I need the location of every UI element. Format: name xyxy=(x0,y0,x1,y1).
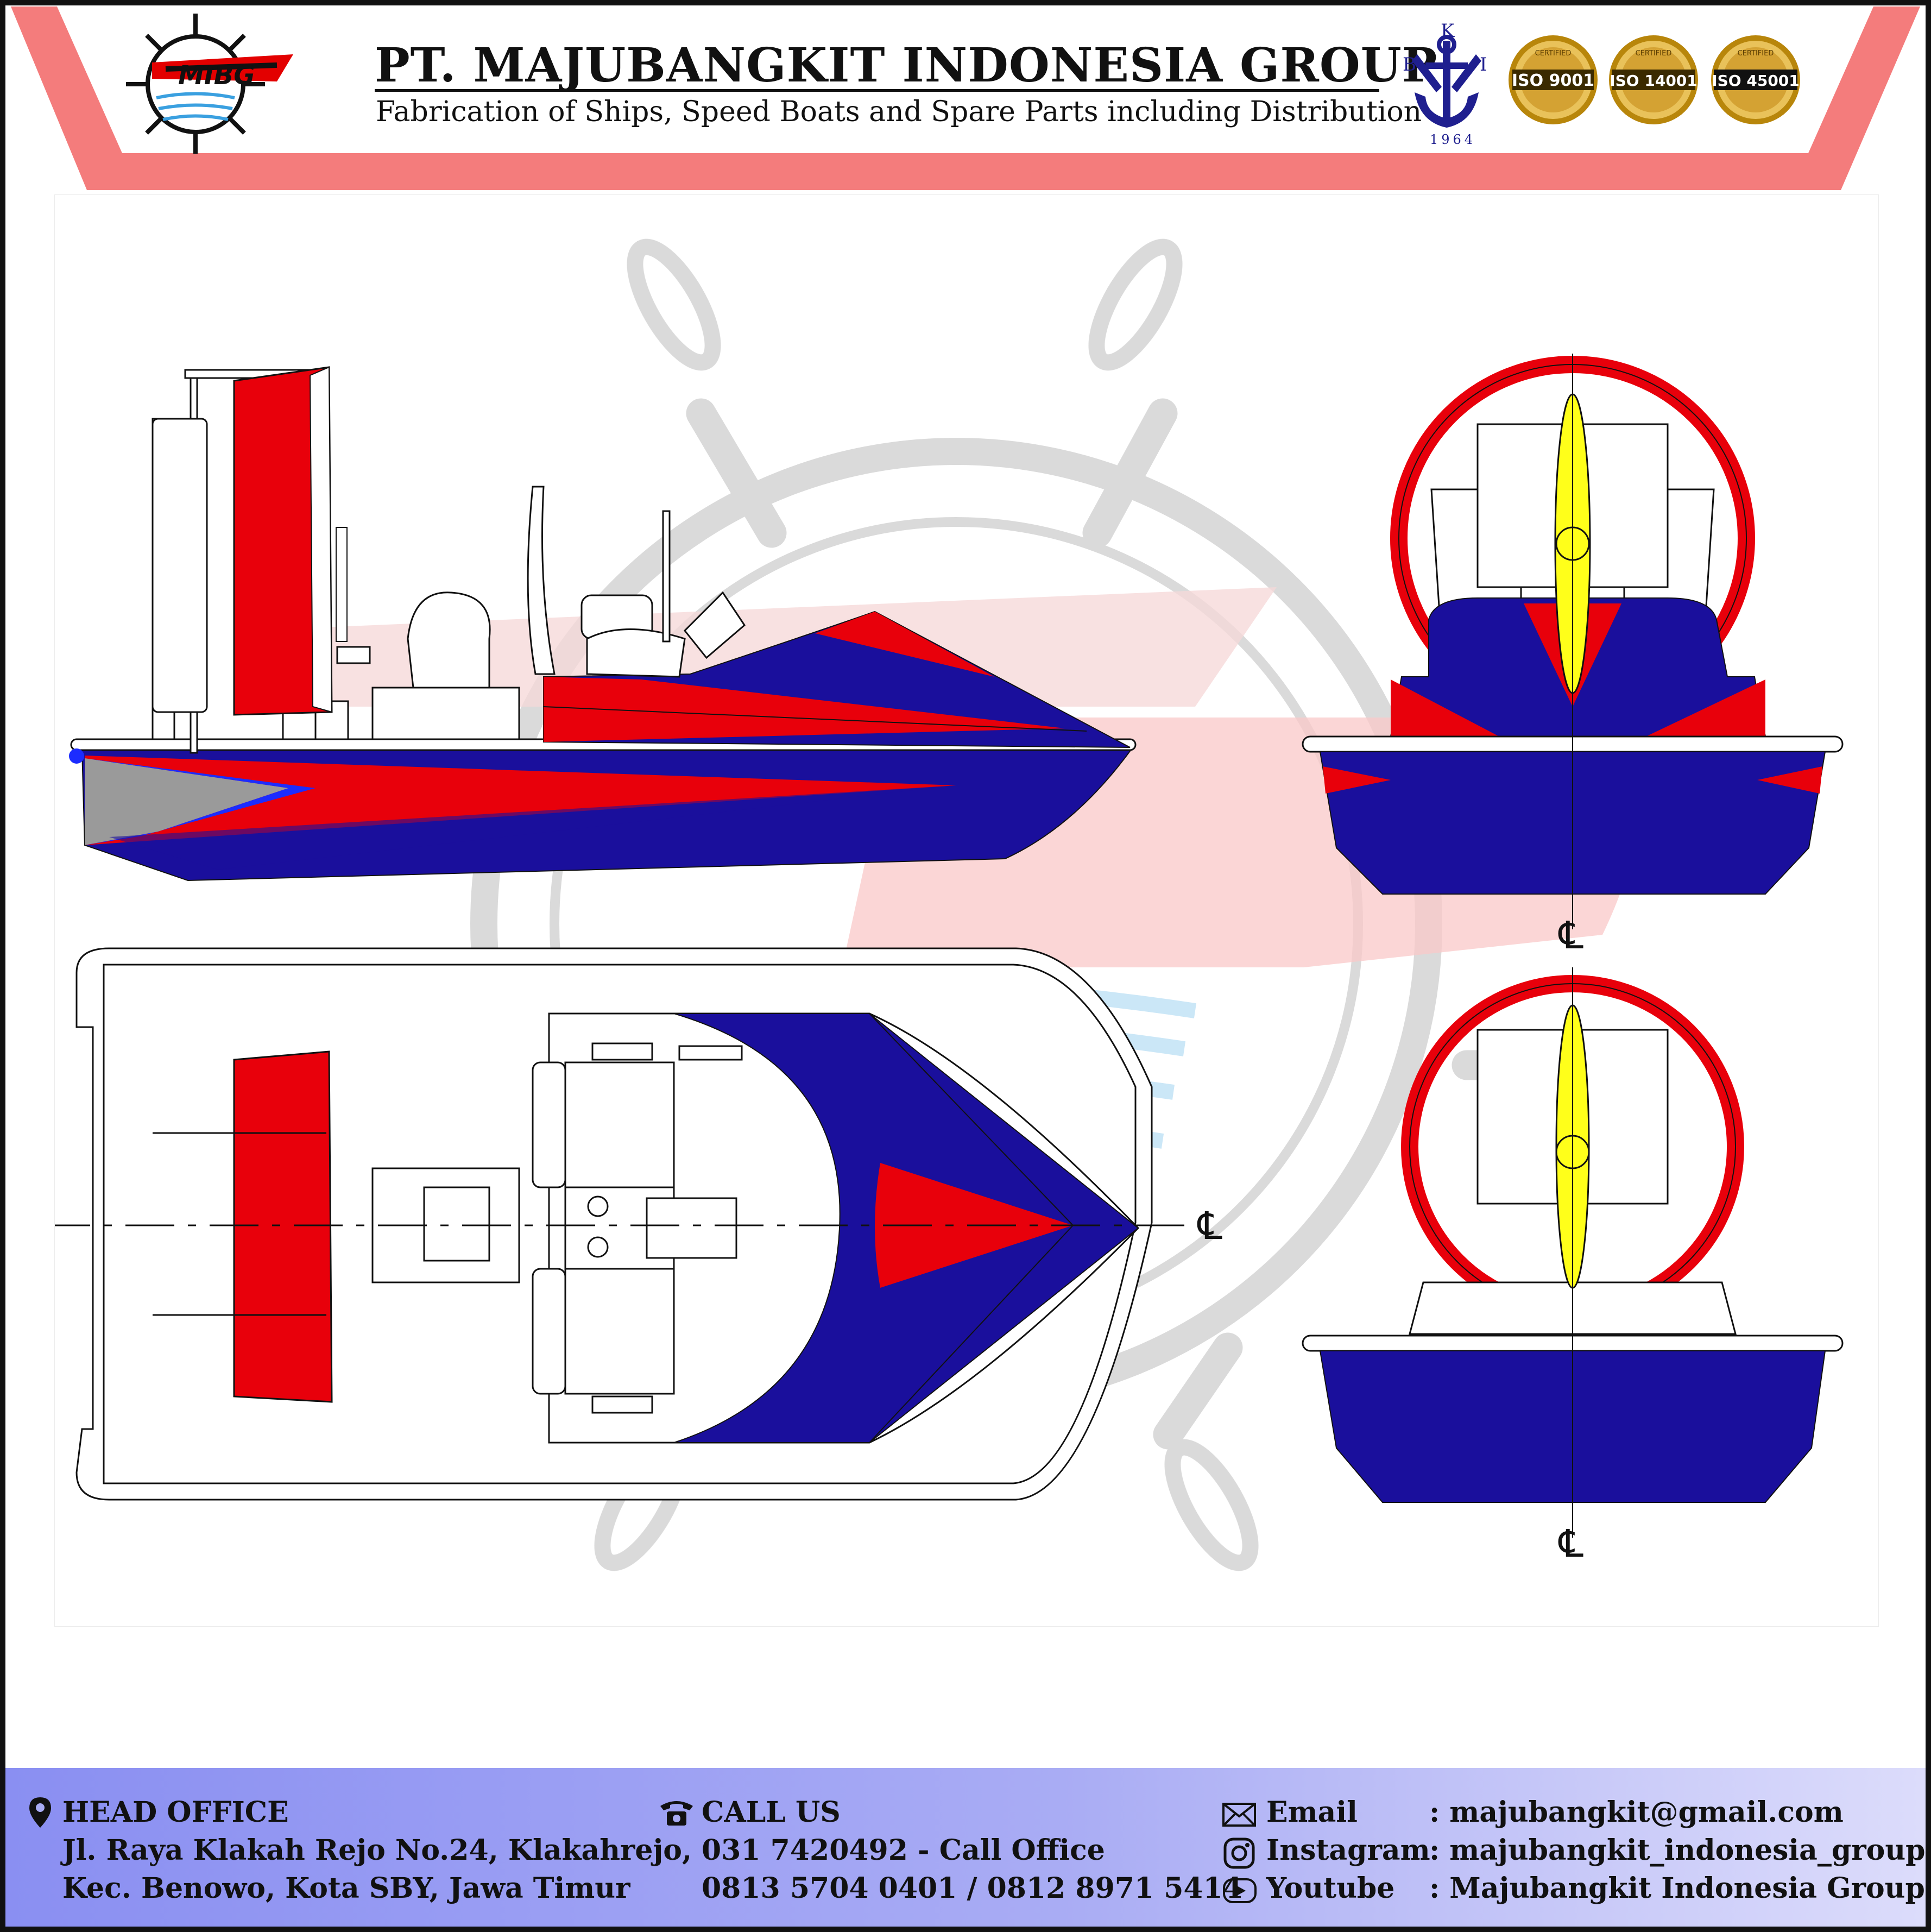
boat-drawings: ℄ ℄ ℄ xyxy=(55,238,1844,1571)
email-label: Email xyxy=(1266,1796,1358,1829)
company-tagline: Fabrication of Ships, Speed Boats and Sp… xyxy=(376,96,1422,128)
youtube-label: Youtube xyxy=(1266,1872,1395,1905)
mail-icon xyxy=(1222,1803,1256,1827)
bki-year: 1964 xyxy=(1430,132,1476,147)
rear-view: ℄ xyxy=(1302,967,1844,1566)
centerline-mark-rear: ℄ xyxy=(1558,1521,1583,1566)
youtube-value[interactable]: : Majubangkit Indonesia Group xyxy=(1429,1872,1925,1905)
iso-45001-seal: CERTIFIED ISO 45001 xyxy=(1711,35,1800,124)
footer xyxy=(5,1768,1926,1927)
call-us-title: CALL US xyxy=(702,1796,841,1829)
centerline-mark-top: ℄ xyxy=(1197,1204,1222,1248)
call-us-line1: 031 7420492 - Call Office xyxy=(702,1834,1105,1867)
email-value[interactable]: : majubangkit@gmail.com xyxy=(1429,1796,1844,1829)
iso-45001-ring: CERTIFIED xyxy=(1738,49,1774,58)
instagram-label: Instagram xyxy=(1266,1834,1430,1867)
bki-letter-i: I xyxy=(1480,54,1487,75)
bki-letter-b: B xyxy=(1403,54,1416,75)
head-office-line1: Jl. Raya Klakah Rejo No.24, Klakahrejo, xyxy=(62,1834,692,1867)
instagram-icon xyxy=(1223,1837,1255,1869)
drawing-area: ℄ ℄ ℄ xyxy=(54,194,1879,1627)
head-office-title: HEAD OFFICE xyxy=(62,1796,289,1829)
centerline-mark-front: ℄ xyxy=(1558,913,1583,958)
instagram-value[interactable]: : majubangkit_indonesia_group xyxy=(1429,1834,1926,1867)
anchor-icon xyxy=(1412,35,1481,128)
top-view: ℄ xyxy=(55,947,1222,1501)
call-us-line2: 0813 5704 0401 / 0812 8971 5414 xyxy=(702,1872,1242,1905)
company-logo: MIBG xyxy=(126,14,293,154)
iso-14001-seal: CERTIFIED ISO 14001 xyxy=(1609,35,1698,124)
iso-45001-label: ISO 45001 xyxy=(1712,72,1800,90)
iso-9001-ring: CERTIFIED xyxy=(1535,49,1572,58)
iso-14001-ring: CERTIFIED xyxy=(1636,49,1672,58)
iso-14001-label: ISO 14001 xyxy=(1610,72,1697,90)
iso-9001-seal: CERTIFIED ISO 9001 xyxy=(1509,35,1598,124)
head-office-line2: Kec. Benowo, Kota SBY, Jawa Timur xyxy=(62,1872,630,1905)
title-underline xyxy=(375,89,1379,92)
youtube-icon xyxy=(1223,1878,1257,1903)
front-view: ℄ xyxy=(1302,354,1844,958)
location-pin-icon xyxy=(29,1797,51,1828)
logo-text: MIBG xyxy=(178,60,255,91)
iso-9001-label: ISO 9001 xyxy=(1512,71,1594,90)
bki-badge: K B I 1964 xyxy=(1403,20,1487,147)
phone-icon xyxy=(660,1801,693,1826)
company-title: PT. MAJUBANGKIT INDONESIA GROUP xyxy=(375,38,1438,93)
side-view xyxy=(69,366,1137,882)
